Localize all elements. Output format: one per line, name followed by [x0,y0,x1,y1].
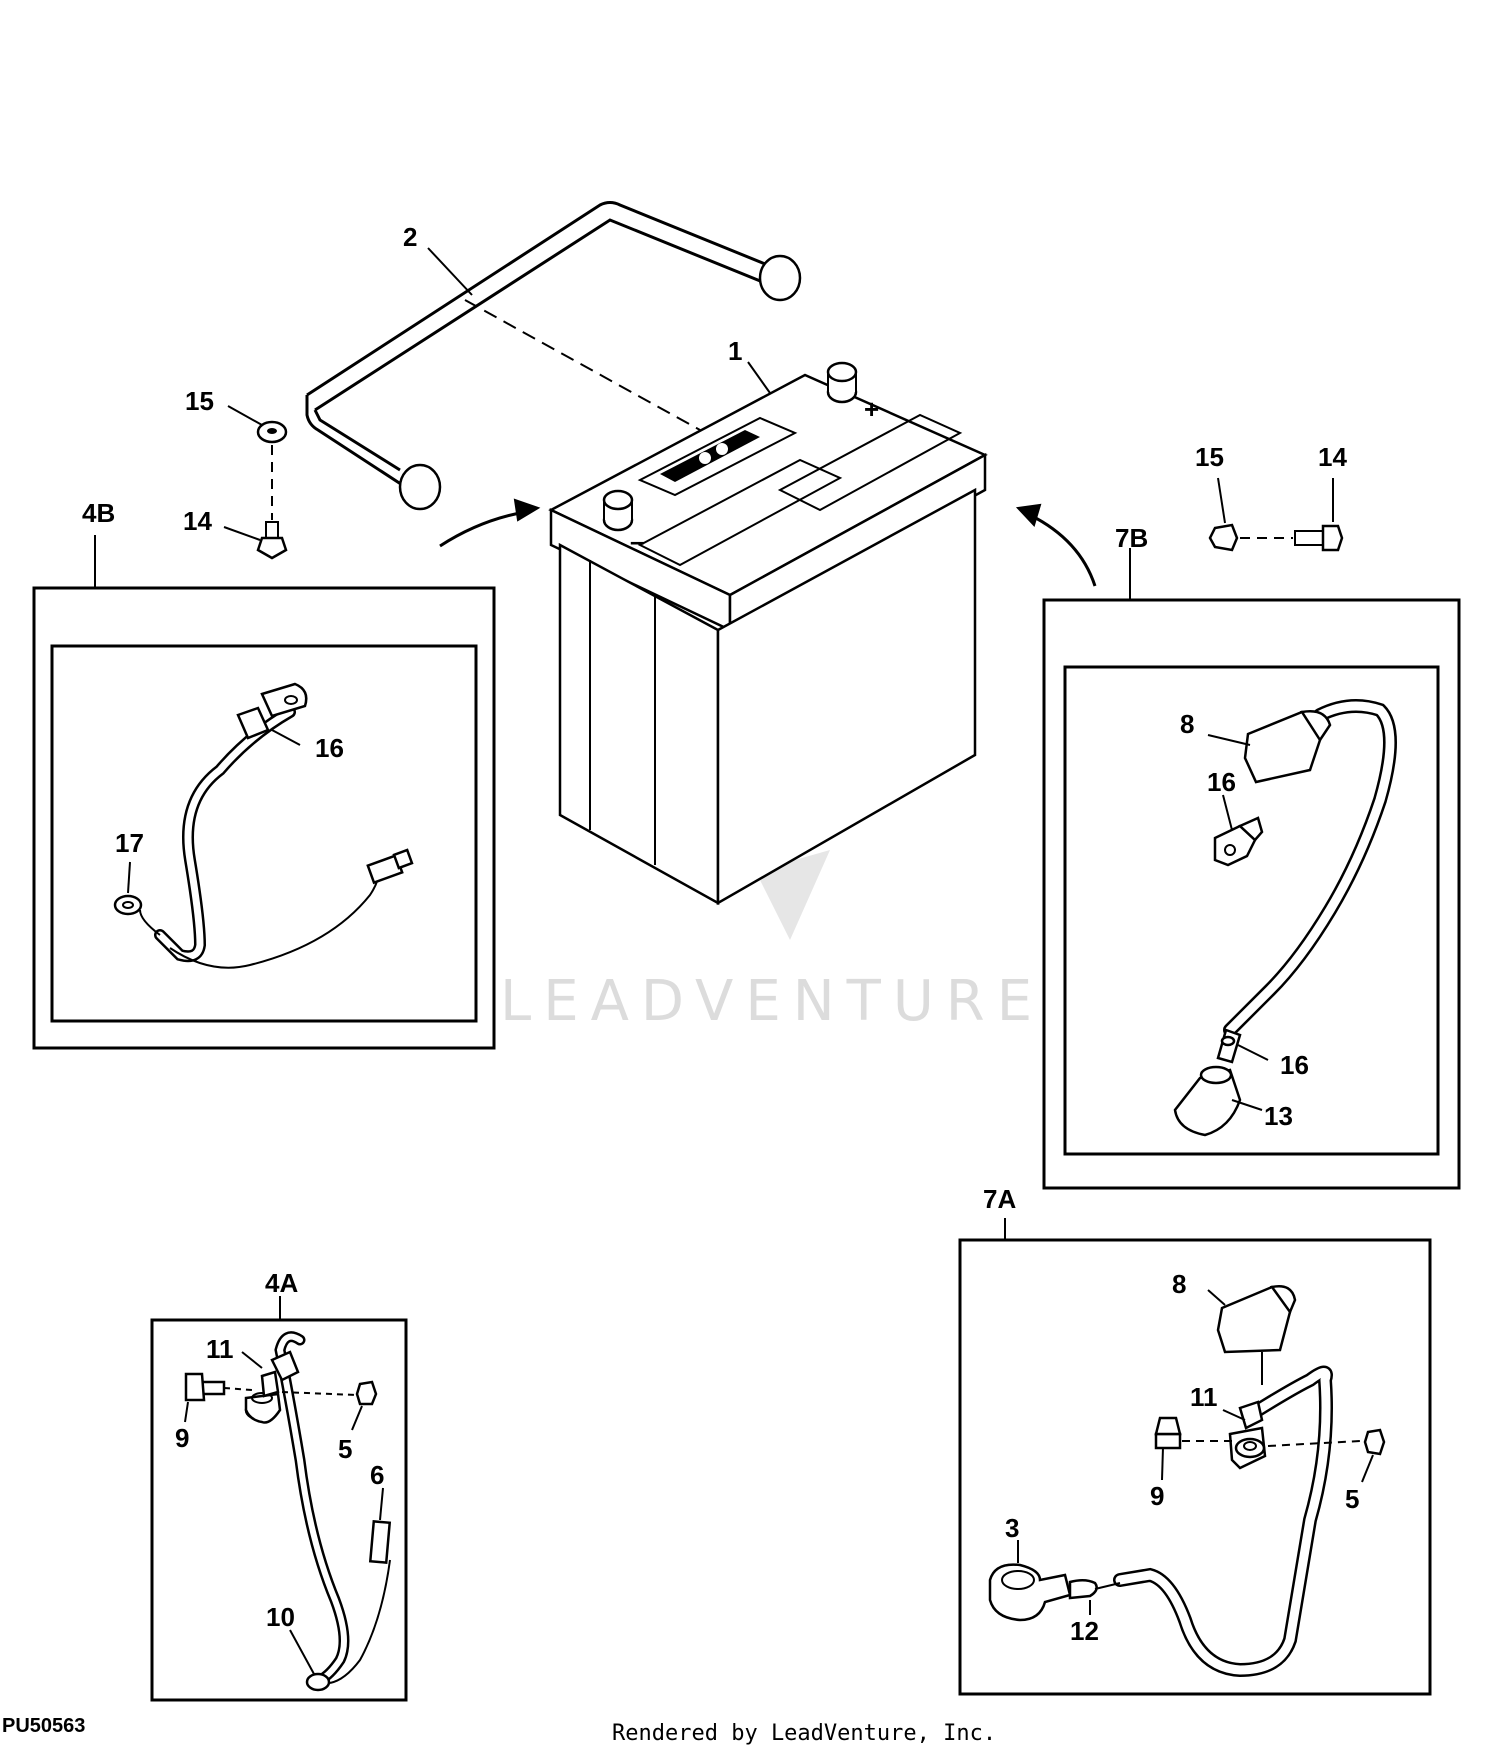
render-credit: Rendered by LeadVenture, Inc. [612,1721,996,1746]
callout-10: 10 [266,1602,295,1632]
callout-13: 13 [1264,1101,1293,1131]
diagram-code: PU50563 [2,1715,85,1737]
callout-15b: 15 [1195,442,1224,472]
leader-15b [1217,477,1226,524]
hold-down-bracket [305,201,802,511]
callout-2: 2 [403,222,417,252]
callout-4a: 4A [265,1268,298,1298]
callout-12: 12 [1070,1616,1099,1646]
battery-warning-label [637,416,798,497]
callout-14a: 14 [183,506,212,536]
callout-14b: 14 [1318,442,1347,472]
callout-15a: 15 [185,386,214,416]
leader-14a [223,526,261,541]
hardware-15-14-right [1208,523,1344,552]
leader-1 [747,361,771,394]
box-7a: 7A 8 11 9 5 3 12 [958,1184,1432,1696]
hardware-15-14-left [256,420,288,560]
arrow-left-icon [439,498,541,548]
box-7b: 7B 8 16 16 13 [1042,523,1461,1190]
arrow-right-icon [1015,503,1097,587]
leader-bracket-to-battery [464,299,701,431]
callout-8a: 8 [1180,709,1194,739]
callout-11a: 11 [206,1334,234,1364]
callout-9b: 9 [1150,1481,1164,1511]
callout-5a: 5 [338,1434,352,1464]
leader-2 [427,247,473,296]
watermark-text: LEADVENTURE [500,969,1044,1034]
callout-7a: 7A [983,1184,1016,1214]
callout-17: 17 [115,828,144,858]
box-4b: 4B 16 17 [32,498,496,1050]
callout-8b: 8 [1172,1269,1186,1299]
callout-16a: 16 [315,733,344,763]
callout-4b: 4B [82,498,115,528]
callout-1: 1 [728,336,742,366]
callout-11b: 11 [1190,1382,1218,1412]
battery-plus-mark: + [864,394,879,424]
callout-5b: 5 [1345,1484,1359,1514]
callout-9a: 9 [175,1423,189,1453]
callout-7b: 7B [1115,523,1148,553]
battery: + – [548,361,988,906]
callout-16c: 16 [1280,1050,1309,1080]
callout-6: 6 [370,1460,384,1490]
callout-16b: 16 [1207,767,1236,797]
box-4a: 4A 11 9 5 6 10 [150,1268,408,1702]
callout-3: 3 [1005,1513,1019,1543]
leader-15a [227,405,263,426]
battery-minus-mark: – [630,526,644,556]
